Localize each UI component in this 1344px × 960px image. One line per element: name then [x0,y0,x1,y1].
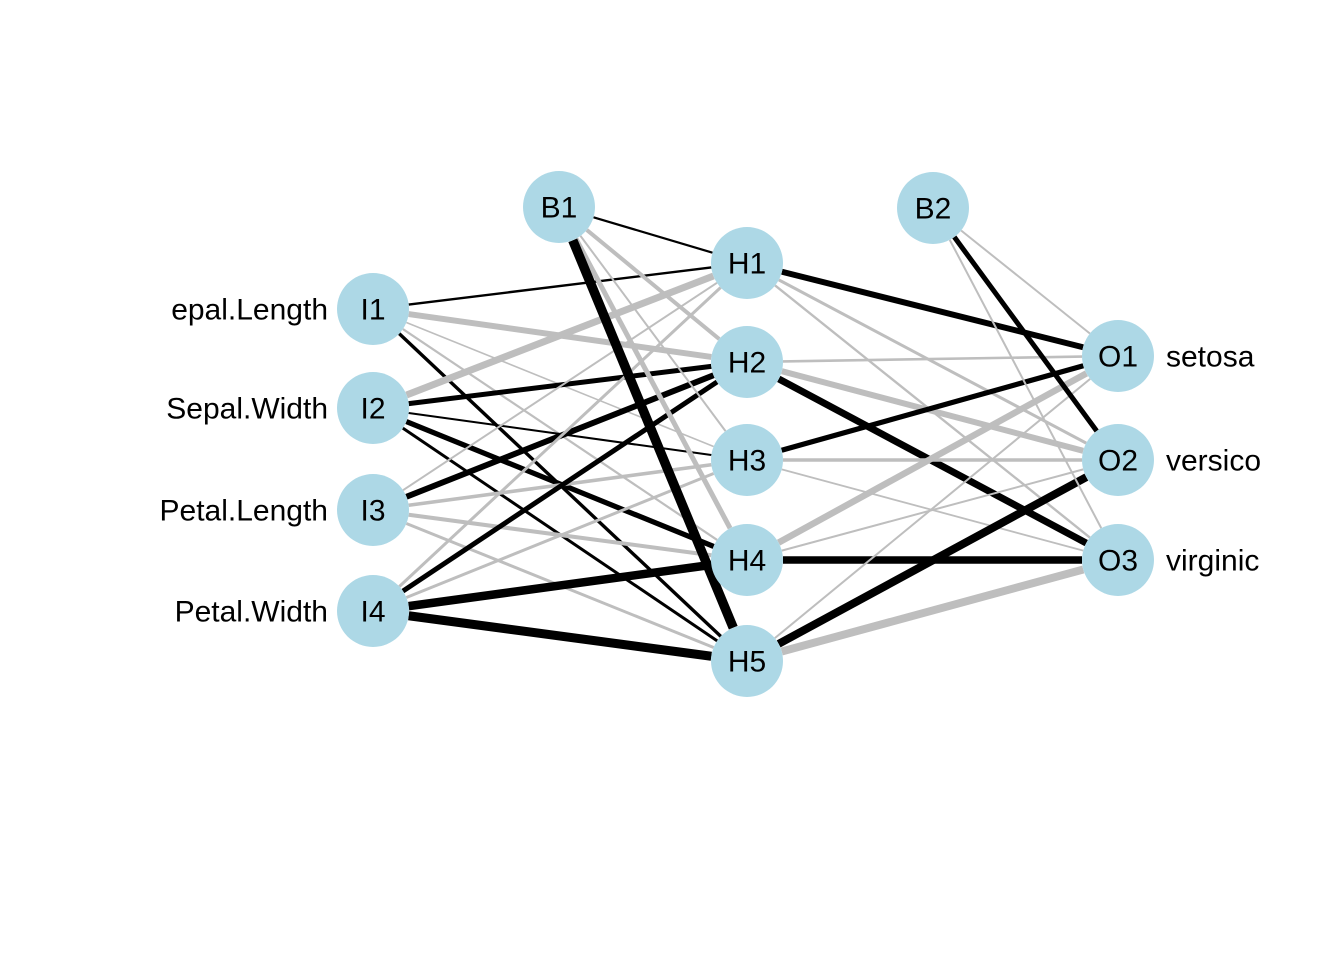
node-label-o2: O2 [1098,445,1138,478]
edge-i4-h2 [401,379,719,594]
input-feature-label-i2: Sepal.Width [166,393,328,426]
node-circle-i2 [337,372,409,444]
edge-i2-h1 [405,272,715,399]
node-label-h4: H4 [728,545,766,578]
node-circle-i4 [337,575,409,647]
input-feature-label-i3: Petal.Length [160,495,328,528]
node-circle-o3 [1082,524,1154,596]
node-circle-b2 [897,172,969,244]
node-circle-h1 [711,227,783,299]
node-circle-o1 [1082,320,1154,392]
node-label-o1: O1 [1098,341,1138,374]
edge-h2-o1 [782,355,1083,363]
edge-i2-h2 [408,363,712,407]
node-label-i4: I4 [360,596,385,629]
node-h1[interactable]: H1 [711,227,783,299]
node-h4[interactable]: H4 [711,524,783,596]
edge-h2-o2 [781,368,1084,454]
output-class-label-o3: virginic [1166,545,1259,578]
node-b1[interactable]: B1 [523,171,595,243]
output-class-label-o2: versico [1166,445,1261,478]
node-circle-h4 [711,524,783,596]
node-h5[interactable]: H5 [711,625,783,697]
node-label-b2: B2 [915,193,952,226]
node-circle-h2 [711,326,783,398]
edge-h1-o1 [781,268,1084,351]
io-label-group: epal.LengthSepal.WidthPetal.LengthPetal.… [160,294,1262,629]
node-h2[interactable]: H2 [711,326,783,398]
node-o1[interactable]: O1 [1082,320,1154,392]
node-h3[interactable]: H3 [711,424,783,496]
edge-b1-h2 [585,228,721,341]
node-label-i1: I1 [360,294,385,327]
input-feature-label-i1: epal.Length [171,294,328,327]
node-label-i2: I2 [360,393,385,426]
edge-h1-o2 [778,278,1087,445]
edge-b1-h5 [568,238,738,630]
node-circle-o2 [1082,424,1154,496]
node-circle-i1 [337,273,409,345]
edge-i4-h4 [408,560,712,611]
node-label-i3: I3 [360,495,385,528]
node-label-h2: H2 [728,347,766,380]
edge-group [398,216,1103,661]
node-circle-b1 [523,171,595,243]
node-label-h5: H5 [728,646,766,679]
node-circle-h5 [711,625,783,697]
edge-i1-h1 [408,266,712,306]
node-i4[interactable]: I4 [337,575,409,647]
edge-i3-h1 [402,282,718,491]
output-class-label-o1: setosa [1166,341,1255,374]
input-feature-label-i4: Petal.Width [175,596,328,629]
node-i2[interactable]: I2 [337,372,409,444]
edge-h5-o3 [780,565,1085,656]
node-o3[interactable]: O3 [1082,524,1154,596]
node-label-o3: O3 [1098,545,1138,578]
edge-b1-h4 [573,237,733,530]
node-b2[interactable]: B2 [897,172,969,244]
edge-h4-o2 [781,468,1084,552]
edge-b2-o3 [948,239,1103,529]
edge-b2-o2 [952,235,1099,433]
edge-b1-h1 [593,216,713,254]
node-label-b1: B1 [541,192,578,225]
edge-b2-o1 [960,229,1091,335]
edge-i4-h1 [398,286,722,588]
node-i3[interactable]: I3 [337,474,409,546]
node-o2[interactable]: O2 [1082,424,1154,496]
node-label-h3: H3 [728,445,766,478]
node-i1[interactable]: I1 [337,273,409,345]
edge-h5-o2 [776,473,1089,648]
node-circle-i3 [337,474,409,546]
edge-i4-h3 [405,472,715,599]
node-label-h1: H1 [728,248,766,281]
edge-b1-h3 [579,235,727,432]
node-circle-h3 [711,424,783,496]
edge-h3-o1 [780,363,1085,453]
edge-i4-h5 [408,611,712,661]
edge-h5-o1 [774,378,1091,639]
